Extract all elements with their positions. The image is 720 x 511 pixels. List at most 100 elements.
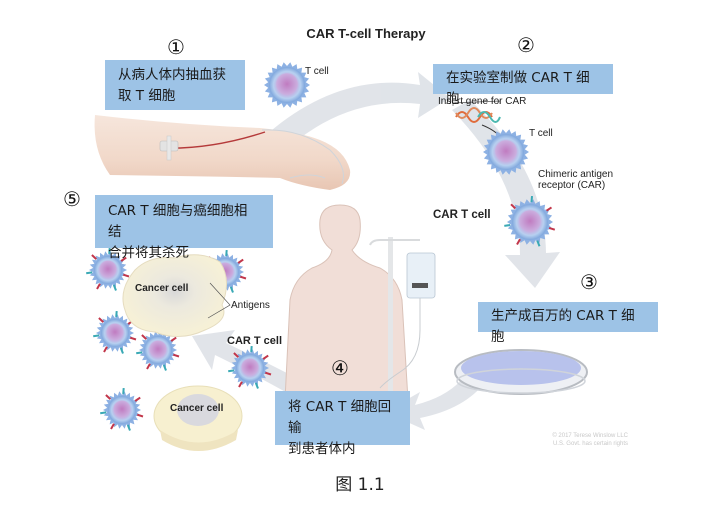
car-receptor — [254, 382, 259, 389]
car-receptor — [108, 248, 111, 255]
car-receptor — [119, 347, 124, 354]
step-4-number: ④ — [331, 356, 349, 380]
label-t-cell-1: T cell — [305, 66, 329, 77]
car-receptor — [110, 423, 115, 430]
car-receptor — [516, 238, 521, 245]
step-2-text: 在实验室制做 CAR T 细胞 — [446, 70, 590, 107]
iv-drip — [369, 237, 436, 397]
car-t-cell-attack-3 — [93, 311, 137, 354]
figure-title: CAR T-cell Therapy — [306, 26, 426, 41]
car-receptor — [112, 284, 117, 291]
label-insert-gene: Insert gene for CAR — [438, 96, 527, 107]
step-5-text-line-2: 合并将其杀死 — [108, 245, 189, 261]
car-receptor — [262, 354, 269, 360]
label-chimeric-line-2: receptor (CAR) — [538, 180, 606, 191]
car-receptor — [141, 334, 147, 340]
car-receptor — [229, 286, 234, 293]
car-receptor — [98, 317, 104, 323]
step-3-text: 生产成百万的 CAR T 细胞 — [491, 308, 635, 345]
car-receptor — [86, 271, 93, 275]
label-car-t-cell-2: CAR T cell — [227, 335, 283, 347]
label-chimeric-line-1: Chimeric antigen — [538, 169, 614, 180]
car-t-cell-attack-5 — [228, 346, 272, 389]
car-receptor — [237, 258, 244, 264]
label-cancer-cell-2: Cancer cell — [170, 403, 224, 414]
car-receptor — [250, 346, 253, 353]
car-receptor — [134, 396, 141, 402]
car-receptor — [162, 364, 167, 371]
step-5-text-line-1: CAR T 细胞与癌细胞相结 — [108, 203, 248, 240]
cell-nucleus — [99, 260, 117, 278]
step-1-box: 从病人体内抽血获 取 T 细胞 — [105, 60, 245, 110]
car-receptor — [172, 353, 180, 358]
label-cancer-cell-1: Cancer cell — [135, 283, 189, 294]
step-5-box: CAR T 细胞与癌细胞相结 合并将其杀死 — [95, 195, 273, 261]
petri-dish — [454, 349, 588, 395]
car-receptor — [510, 203, 516, 210]
car-receptor — [225, 250, 228, 257]
car-receptor — [93, 334, 100, 338]
step-4-box: 将 CAR T 细胞回输 到患者体内 — [275, 391, 410, 457]
antigen-pointer — [207, 282, 231, 319]
cell-nucleus — [495, 140, 517, 162]
step-2-box: 在实验室制做 CAR T 细胞 — [433, 64, 613, 107]
cell-nucleus — [113, 400, 131, 418]
car-receptor — [548, 226, 556, 231]
car-t-cell-attack-1 — [86, 248, 130, 291]
car-receptor — [122, 388, 125, 395]
cell-nucleus — [106, 323, 124, 341]
car-t-cell-attack-4 — [136, 328, 180, 371]
car-receptor — [103, 346, 108, 353]
copyright-line-1: © 2017 Terese Winslow LLC — [552, 433, 628, 439]
patient-silhouette — [284, 204, 409, 401]
car-receptor — [100, 411, 107, 415]
car-receptor — [170, 336, 177, 342]
label-t-cell-2: T cell — [529, 128, 553, 139]
car-receptor — [238, 381, 243, 388]
step-3-box: 生产成百万的 CAR T 细胞 — [478, 302, 658, 345]
car-receptor — [146, 363, 151, 370]
step-5-number: ⑤ — [63, 187, 81, 211]
car-receptor — [530, 196, 533, 203]
copyright-line-2: U.S. Govt. has certain rights — [552, 441, 628, 447]
car-receptor — [129, 336, 137, 341]
step-1-text-line-2: 取 T 细胞 — [118, 88, 176, 104]
cell-nucleus — [149, 340, 167, 358]
cell-nucleus — [241, 358, 259, 376]
step-1-number: ① — [167, 35, 185, 59]
t-cell-step-1 — [264, 62, 310, 108]
cancer-cell-large — [122, 254, 227, 337]
car-receptor — [545, 206, 553, 212]
cells-layer — [86, 62, 556, 431]
step-3-number: ③ — [580, 270, 598, 294]
car-receptor — [136, 413, 144, 418]
car-receptor — [536, 240, 541, 247]
step-2-number: ② — [517, 33, 535, 57]
car-receptor — [239, 275, 247, 280]
step-4-text-line-2: 到患者体内 — [288, 441, 356, 457]
cell-nucleus — [276, 73, 298, 95]
label-car-t-cell-1: CAR T cell — [433, 209, 491, 221]
car-receptor — [122, 273, 130, 278]
cancer-cell-small — [153, 385, 243, 451]
car-receptor — [126, 424, 131, 431]
car-receptor — [228, 369, 235, 373]
car-receptor — [91, 254, 97, 260]
car-receptor — [96, 283, 101, 290]
car-receptor — [233, 352, 239, 358]
step-4-text-line-1: 将 CAR T 细胞回输 — [288, 399, 392, 436]
step-1-text-line-1: 从病人体内抽血获 — [118, 67, 226, 83]
car-receptor — [105, 394, 111, 400]
car-receptor — [264, 371, 272, 376]
figure-caption: 图 1.1 — [335, 475, 385, 495]
copyright-notice: © 2017 Terese Winslow LLC U.S. Govt. has… — [518, 432, 628, 448]
cell-nucleus — [519, 210, 541, 232]
t-cell-step-2 — [483, 129, 529, 175]
car-receptor — [136, 351, 143, 355]
car-receptor — [120, 256, 127, 262]
arm-illustration — [94, 115, 351, 190]
car-t-cell-step-2 — [504, 196, 556, 247]
label-antigens: Antigens — [231, 300, 270, 311]
car-receptor — [504, 224, 511, 227]
